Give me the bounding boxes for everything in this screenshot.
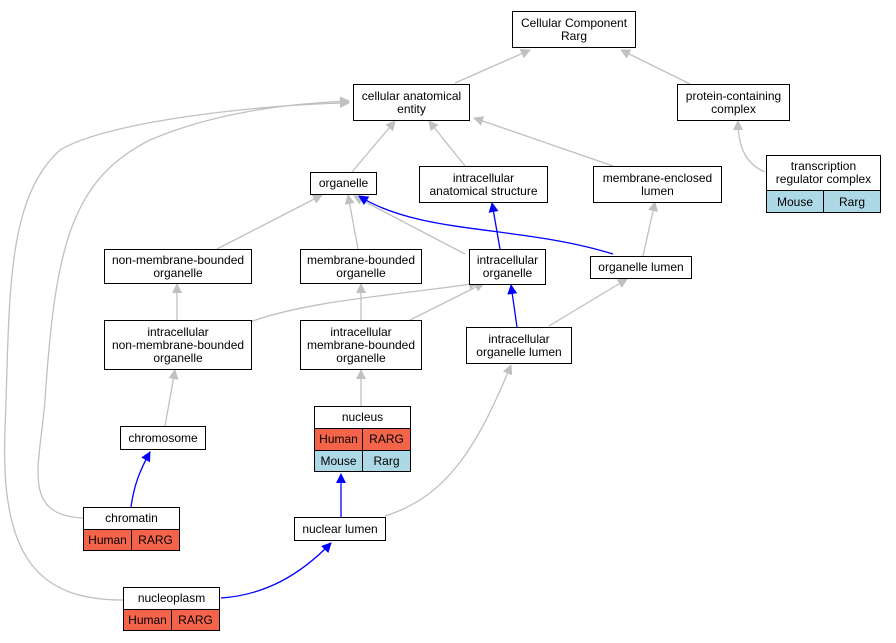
edge-mel-to-cae <box>473 116 614 167</box>
node-intracellular-organelle-label: intracellular organelle <box>476 253 539 280</box>
node-intracellular-membrane-bounded-organelle[interactable]: intracellular membrane-bounded organelle <box>300 320 422 370</box>
node-nucleoplasm[interactable]: nucleoplasm Human RARG <box>123 587 220 631</box>
node-membrane-bounded-organelle-label: membrane-bounded organelle <box>306 252 416 280</box>
edge-nucleoplasm-to-cae <box>3 98 350 601</box>
node-organelle-lumen-label: organelle lumen <box>598 260 684 274</box>
node-nucleus[interactable]: nucleus Human RARG Mouse Rarg <box>314 406 411 472</box>
node-chromatin[interactable]: chromatin Human RARG <box>83 507 180 551</box>
node-organelle[interactable]: organelle <box>310 172 377 195</box>
edge-imbo-to-io <box>409 282 485 321</box>
species-cell: Human <box>88 533 127 547</box>
species-row-mouse: Mouse Rarg <box>767 190 880 212</box>
node-nucleoplasm-label: nucleoplasm <box>137 591 206 605</box>
gene-cell: RARG <box>131 530 179 550</box>
node-nuclear-lumen-label: nuclear lumen <box>302 521 378 536</box>
node-root[interactable]: Cellular Component Rarg <box>512 11 636 48</box>
edge-organelle-to-cae <box>351 120 396 173</box>
gene-cell: Rarg <box>823 191 880 212</box>
gene-cell: Rarg <box>362 450 410 471</box>
species-row-mouse: Mouse Rarg <box>315 449 410 471</box>
edge-chromatin-to-chromosome <box>130 451 151 508</box>
edge-inmbo-to-io <box>249 279 479 323</box>
node-chromosome-label: chromosome <box>128 430 198 445</box>
edge-io-to-ias <box>488 202 501 250</box>
edge-trc-to-pcc <box>733 120 766 173</box>
node-root-label: Cellular Component Rarg <box>520 15 628 43</box>
gene-cell: RARG <box>362 429 410 450</box>
node-organelle-lumen[interactable]: organelle lumen <box>590 256 692 279</box>
species-row-human: Human RARG <box>84 529 179 550</box>
edge-chromosome-to-inmbo <box>164 369 179 427</box>
node-intracellular-organelle-lumen[interactable]: intracellular organelle lumen <box>466 327 572 364</box>
edge-nuclearlumen-to-iol <box>384 364 513 517</box>
edge-iol-to-ol <box>548 278 628 327</box>
species-row-human: Human RARG <box>315 428 410 450</box>
node-organelle-label: organelle <box>318 176 369 190</box>
edge-ol-to-mel <box>642 201 658 257</box>
edge-nmbo-to-organelle <box>216 194 323 250</box>
node-intracellular-non-membrane-bounded-organelle[interactable]: intracellular non-membrane-bounded organ… <box>104 320 252 370</box>
edge-io-to-organelle <box>353 195 466 255</box>
node-intracellular-organelle-lumen-label: intracellular organelle lumen <box>476 331 562 359</box>
node-chromosome[interactable]: chromosome <box>120 426 206 450</box>
node-non-membrane-bounded-organelle-label: non-membrane-bounded organelle <box>111 252 245 280</box>
node-non-membrane-bounded-organelle[interactable]: non-membrane-bounded organelle <box>104 249 252 284</box>
node-membrane-enclosed-lumen[interactable]: membrane-enclosed lumen <box>593 166 722 203</box>
node-protein-containing-complex[interactable]: protein-containing complex <box>677 84 790 121</box>
edge-ias-to-cae <box>428 120 466 167</box>
node-membrane-enclosed-lumen-label: membrane-enclosed lumen <box>602 170 713 198</box>
node-intracellular-organelle[interactable]: intracellular organelle <box>469 249 546 285</box>
node-transcription-regulator-complex-label: transcription regulator complex <box>775 159 872 186</box>
species-cell: Mouse <box>776 194 814 209</box>
species-cell: Mouse <box>320 453 357 468</box>
node-nucleus-label: nucleus <box>341 410 384 424</box>
edge-iol-to-io <box>507 284 518 328</box>
species-row-human: Human RARG <box>124 609 219 630</box>
edge-pcc-to-root <box>620 49 691 85</box>
species-cell: Human <box>128 613 167 627</box>
edge-ol-to-organelle <box>358 195 614 255</box>
species-cell: Human <box>319 432 358 447</box>
node-cellular-anatomical-entity-label: cellular anatomical entity <box>361 88 462 116</box>
node-membrane-bounded-organelle[interactable]: membrane-bounded organelle <box>300 249 422 284</box>
node-intracellular-anatomical-structure-label: intracellular anatomical structure <box>429 170 538 198</box>
gene-cell: RARG <box>171 610 219 630</box>
node-chromatin-label: chromatin <box>105 511 158 525</box>
node-intracellular-membrane-bounded-organelle-label: intracellular membrane-bounded organelle <box>306 324 416 365</box>
edge-nucleoplasm-to-nuclearlumen <box>220 542 332 599</box>
edge-cae-to-root <box>454 49 531 84</box>
edge-chromatin-to-cae <box>37 96 350 519</box>
edge-mbo-to-organelle <box>344 194 359 250</box>
node-intracellular-anatomical-structure[interactable]: intracellular anatomical structure <box>419 166 548 203</box>
node-cellular-anatomical-entity[interactable]: cellular anatomical entity <box>353 84 470 121</box>
node-protein-containing-complex-label: protein-containing complex <box>685 88 782 116</box>
node-nuclear-lumen[interactable]: nuclear lumen <box>294 517 386 541</box>
node-transcription-regulator-complex[interactable]: transcription regulator complex Mouse Ra… <box>766 155 881 213</box>
node-intracellular-non-membrane-bounded-organelle-label: intracellular non-membrane-bounded organ… <box>111 324 245 365</box>
